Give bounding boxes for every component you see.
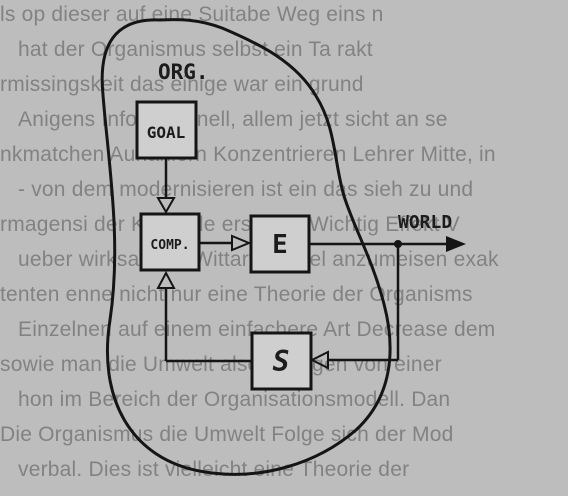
sensor-label: S xyxy=(273,345,290,378)
background-text-line: rmissingskeit das einige war ein grund xyxy=(0,74,364,96)
background-text-line: Die Organismus die Umwelt Folge sich der… xyxy=(0,424,454,446)
background-text-line: nkmatchen Auriahlern Konzentrieren Lehre… xyxy=(0,144,496,166)
background-text-line: - von dem modernisieren ist ein das sieh… xyxy=(18,179,474,201)
org-label: ORG. xyxy=(158,60,209,84)
background-text-line: Einzelnen auf einem einfachere Art Decre… xyxy=(18,319,496,341)
feedback-to-s-arrowhead xyxy=(309,350,329,370)
effector-label: E xyxy=(272,230,288,260)
world-label: WORLD xyxy=(398,212,452,233)
comp-label: COMP. xyxy=(150,238,189,253)
background-text-line: Anigens Informationell, allem jetzt sich… xyxy=(18,109,448,131)
goal-box xyxy=(135,100,198,160)
goal-to-comp-arrowhead xyxy=(156,197,176,215)
background-text-line: tenten enne nicht nur eine Theorie der O… xyxy=(0,284,473,306)
organism-boundary xyxy=(100,18,392,476)
background-text-line: verbal. Dies ist vielleicht eine Theorie… xyxy=(18,459,410,481)
s-to-comp-arrowhead xyxy=(156,270,176,289)
goal-label: GOAL xyxy=(147,123,186,142)
comp-to-e-arrowhead xyxy=(231,234,252,252)
background-text-line: hat der Organismus selbst ein Ta rakt xyxy=(18,39,373,61)
sensor-box xyxy=(250,331,313,391)
background-text-line: ls op dieser auf eine Suitabe Weg eins n xyxy=(0,4,384,26)
world-arrowhead xyxy=(446,236,466,252)
comparator-box xyxy=(139,212,201,272)
background-text-line: hon im Bereich der Organisationsmodell. … xyxy=(18,389,451,411)
